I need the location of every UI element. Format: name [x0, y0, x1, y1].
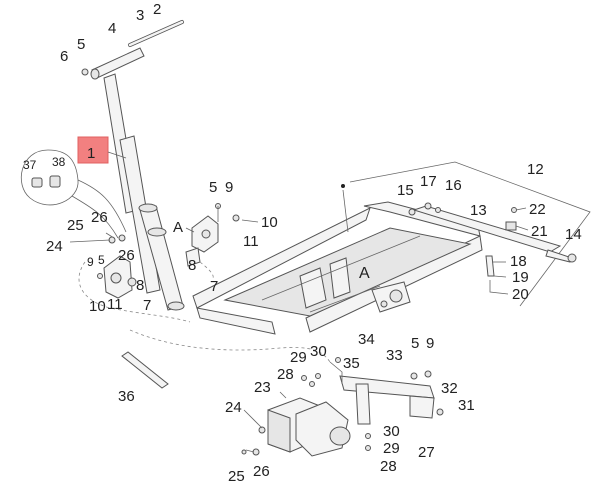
callout-5-right: 5 [411, 335, 419, 352]
callout-18: 18 [510, 253, 527, 270]
callout-28-bottom: 28 [380, 458, 397, 475]
callout-35: 35 [343, 355, 360, 372]
callout-9-left: 9 [87, 255, 94, 269]
callout-9-right: 9 [426, 335, 434, 352]
callout-12: 12 [527, 161, 544, 178]
callout-A-left: A [173, 219, 183, 236]
lower-motor-assembly [129, 329, 444, 457]
callout-4: 4 [108, 20, 116, 37]
main-frame [192, 184, 483, 335]
callout-10-left: 10 [89, 298, 106, 315]
callout-16: 16 [445, 177, 462, 194]
highlight-box-part-1 [77, 136, 109, 164]
steering-column [81, 20, 185, 311]
callout-9-mid: 9 [225, 179, 233, 196]
callout-5-top: 5 [77, 36, 85, 53]
callout-labels: 1 2 3 4 5 6 37 38 25 26 24 9 5 26 8 10 1… [23, 1, 582, 485]
callout-23: 23 [254, 379, 271, 396]
callout-26-left: 26 [91, 209, 108, 226]
callout-13: 13 [470, 202, 487, 219]
callout-24-bottom: 24 [225, 399, 242, 416]
callout-29-bottom: 29 [383, 440, 400, 457]
callout-25-left: 25 [67, 217, 84, 234]
callout-31: 31 [458, 397, 475, 414]
callout-36: 36 [118, 388, 135, 405]
callout-6: 6 [60, 48, 68, 65]
callout-A-frame: A [359, 265, 370, 282]
callout-32: 32 [441, 380, 458, 397]
callout-27: 27 [418, 444, 435, 461]
callout-11-mid: 11 [243, 233, 259, 250]
callout-15: 15 [397, 182, 414, 199]
callout-20: 20 [512, 286, 529, 303]
callout-19: 19 [512, 269, 529, 286]
cable-tie [121, 351, 169, 389]
callout-21: 21 [531, 223, 548, 240]
callout-5-left: 5 [98, 253, 105, 267]
callout-28-top: 28 [277, 366, 294, 383]
callout-29-top: 29 [290, 349, 307, 366]
callout-8-mid: 8 [188, 257, 196, 274]
callout-3: 3 [136, 7, 144, 24]
callout-11-left: 11 [107, 296, 123, 313]
callout-37: 37 [23, 158, 37, 172]
callout-10-mid: 10 [261, 214, 278, 231]
middle-bracket-assembly [185, 203, 259, 281]
callout-22: 22 [529, 201, 546, 218]
callout-24-left: 24 [46, 238, 63, 255]
left-bracket-assembly [69, 232, 191, 323]
callout-30-bottom: 30 [383, 423, 400, 440]
callout-25-bottom: 25 [228, 468, 245, 485]
callout-26-mid: 26 [118, 247, 135, 264]
callout-1: 1 [87, 145, 95, 162]
callout-5-mid: 5 [209, 179, 217, 196]
callout-26-bottom: 26 [253, 463, 270, 480]
callout-7-mid: 7 [210, 278, 218, 295]
detail-circle-37-38 [20, 149, 127, 239]
callout-8-left: 8 [136, 277, 144, 294]
callout-34: 34 [358, 331, 375, 348]
callout-33: 33 [386, 347, 403, 364]
callout-14: 14 [565, 226, 582, 243]
rod-assembly [349, 161, 591, 307]
callout-17: 17 [420, 173, 437, 190]
callout-7-left: 7 [143, 297, 151, 314]
callout-30-top: 30 [310, 343, 327, 360]
callout-38: 38 [52, 155, 66, 169]
callout-2: 2 [153, 1, 161, 18]
